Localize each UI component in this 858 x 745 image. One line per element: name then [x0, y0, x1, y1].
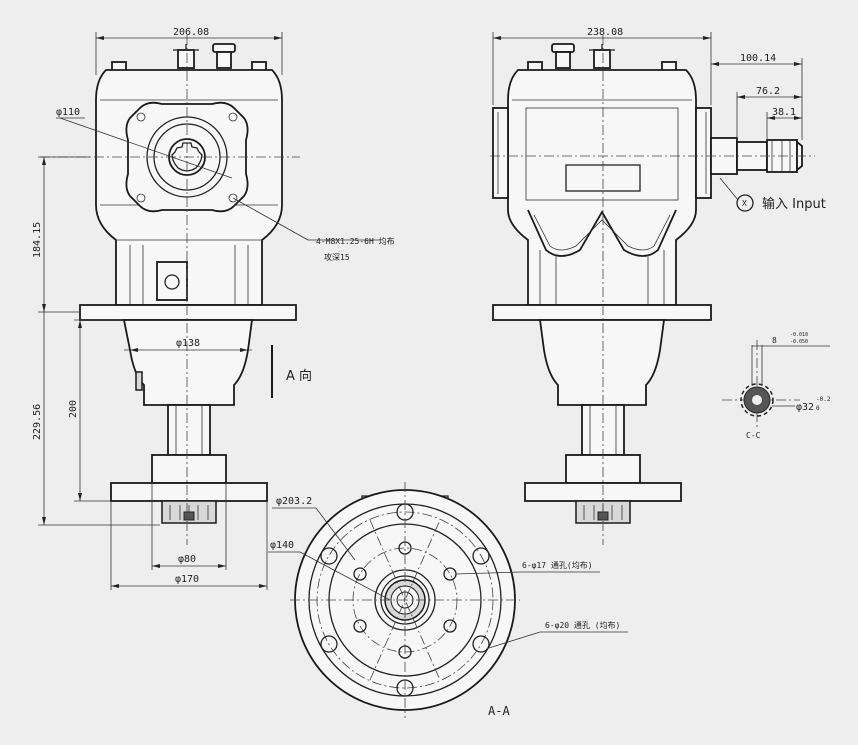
dim-shaft-total: 100.14	[740, 53, 776, 64]
spline-section-label: C-C	[746, 431, 761, 440]
dim-side-width: 238.08	[587, 27, 623, 38]
side-view-dimensions: 238.08 100.14 76.2 38.1 X 输入 Input	[492, 27, 826, 212]
side-lower-housing	[538, 319, 666, 406]
front-view-dimensions: 206.08 φ110 4-M8X1.25-6H 均布 攻深15 184.15 …	[32, 27, 395, 590]
dim-bottom-flange: φ170	[175, 574, 199, 585]
dim-height-upper: 184.15	[32, 222, 43, 258]
dim-shaft-short: 38.1	[772, 107, 796, 118]
thread-spec-line1: 4-M8X1.25-6H 均布	[316, 236, 395, 246]
spline-section: 8 -0.010 -0.050 φ32 -0.2 0 C-C	[722, 332, 831, 440]
side-housing	[507, 69, 697, 306]
direction-label: A 向	[286, 368, 312, 384]
holes-through-17: 6-φ17 通孔(均布)	[522, 560, 593, 570]
input-marker-circle	[736, 194, 754, 212]
dim-height-200: 200	[68, 400, 79, 418]
side-right-cap	[695, 107, 712, 199]
dim-neck-diameter: φ138	[176, 338, 200, 349]
dim-pcd-outer: φ203.2	[276, 496, 312, 507]
bottom-view-aa: φ203.2 φ140 6-φ17 通孔(均布) 6-φ20 通孔 (均布) A…	[268, 482, 628, 718]
front-lower-housing	[122, 319, 254, 406]
dim-front-width: 206.08	[173, 27, 209, 38]
side-view	[490, 35, 815, 545]
front-top-fittings	[111, 43, 267, 72]
spline-width: 8	[772, 336, 777, 345]
spline-teeth	[740, 383, 774, 417]
spline-width-tol-lower: -0.050	[790, 339, 808, 345]
spline-diameter-tol-upper: -0.2	[816, 396, 831, 403]
front-mount-plate	[79, 304, 297, 321]
front-view	[40, 35, 300, 545]
front-bottom-hub	[151, 454, 227, 484]
section-label: A-A	[488, 704, 510, 718]
front-bottom-flange	[110, 482, 268, 502]
dim-height-lower: 229.56	[32, 404, 43, 440]
dim-pcd-inner: φ140	[270, 540, 294, 551]
dim-bottom-hub: φ80	[178, 554, 196, 565]
input-label: 输入 Input	[762, 196, 826, 212]
side-left-cap	[492, 107, 509, 199]
spline-diameter-tol-lower: 0	[816, 405, 820, 412]
front-output-shaft	[167, 404, 211, 456]
side-top-fittings	[527, 43, 677, 72]
thread-spec-line2: 攻深15	[324, 252, 350, 262]
dim-front-hole: φ110	[56, 107, 80, 118]
side-mount-plate	[492, 304, 712, 321]
input-marker-letter: X	[742, 199, 747, 208]
front-mount-bracket	[156, 261, 188, 301]
spline-width-tol-upper: -0.010	[790, 332, 808, 338]
dim-shaft-mid: 76.2	[756, 86, 780, 97]
spline-diameter: φ32	[796, 402, 814, 413]
holes-through-20: 6-φ20 通孔 (均布)	[545, 620, 620, 630]
